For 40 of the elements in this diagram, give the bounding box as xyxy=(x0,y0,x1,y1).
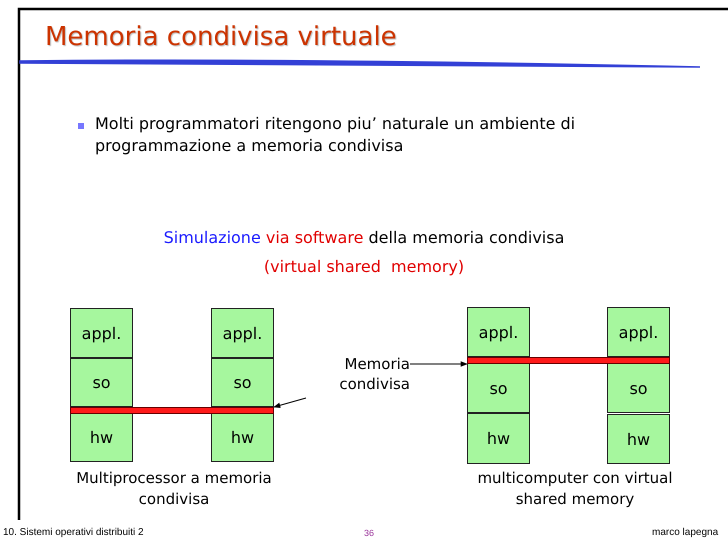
shared-memory-bar xyxy=(70,407,274,414)
layer-box xyxy=(70,413,133,462)
layer-label: hw xyxy=(626,430,650,448)
shared-memory-bar xyxy=(467,357,670,364)
arrow xyxy=(410,361,468,367)
layer-label: hw xyxy=(230,428,254,447)
layer-box xyxy=(70,308,133,358)
layer-box xyxy=(467,413,530,464)
callout-text: Memoria condivisa xyxy=(306,352,410,398)
subtitle-text: (virtual shared memory) xyxy=(262,257,466,276)
layer-box xyxy=(467,307,530,357)
bullet-text: Molti programmatori ritengono piu’ naturale un ambiente di programmazione a memoria condivisa xyxy=(95,113,576,157)
diagram-caption: Multiprocessor a memoria condivisa xyxy=(75,468,273,510)
subtitle-text: della memoria condivisa xyxy=(368,228,564,247)
arrow xyxy=(273,398,306,408)
layer-box xyxy=(607,307,670,357)
layer-label: so xyxy=(92,373,111,392)
footer-text: marco lapegna xyxy=(652,527,718,538)
layer-box xyxy=(211,308,274,358)
layer-label: appl. xyxy=(618,322,658,342)
footer-text: 10. Sistemi operativi distribuiti 2 xyxy=(3,527,144,538)
layer-box xyxy=(467,363,530,413)
subtitle-text: Simulazione xyxy=(164,228,261,247)
subtitle-text: via software xyxy=(266,228,364,247)
layer-label: appl. xyxy=(222,324,262,342)
layer-label: hw xyxy=(486,429,510,448)
layer-label: hw xyxy=(90,428,114,447)
layer-box xyxy=(70,358,133,407)
layer-box xyxy=(607,414,670,464)
layer-box xyxy=(211,358,274,407)
layer-box xyxy=(211,413,274,462)
layer-label: so xyxy=(629,378,648,398)
slide-title: Memoria condivisa virtuale xyxy=(45,22,397,52)
layer-label: so xyxy=(233,373,252,392)
layer-label: appl. xyxy=(82,324,122,342)
diagram-caption: multicomputer con virtual shared memory xyxy=(476,468,674,510)
page-number: 36 xyxy=(364,528,374,538)
layer-label: appl. xyxy=(478,322,518,342)
layer-label: so xyxy=(489,378,508,398)
layer-box xyxy=(607,363,670,413)
